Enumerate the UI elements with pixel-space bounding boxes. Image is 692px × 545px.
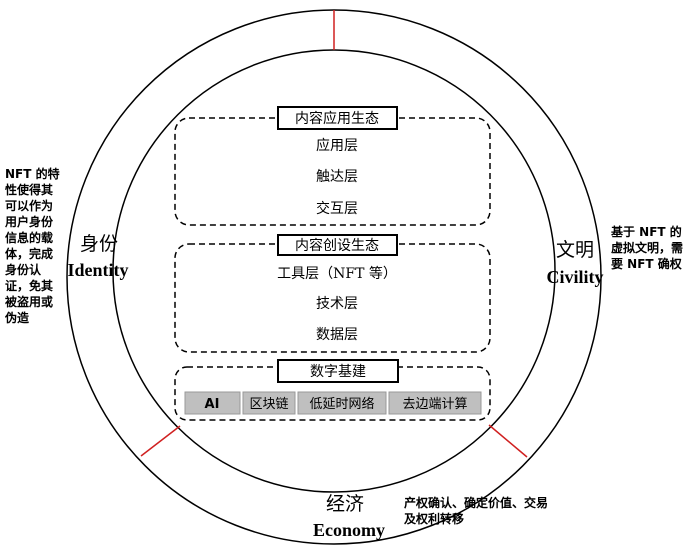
economy-en: Economy <box>313 520 385 540</box>
identity-zh: 身份 <box>80 233 118 255</box>
layer-item: 触达层 <box>316 169 358 185</box>
layer-title: 数字基建 <box>310 363 366 380</box>
layer-item: 技术层 <box>316 296 358 312</box>
divider-left <box>140 425 181 457</box>
civility-zh: 文明 <box>556 239 594 261</box>
layer-content-creation: 内容创设生态 工具层（NFT 等） 技术层 数据层 <box>174 234 491 353</box>
economy-note: 产权确认、确定价值、交易及权利转移 <box>404 496 549 526</box>
layer-title: 内容创设生态 <box>295 237 379 254</box>
layer-item: 应用层 <box>316 137 358 154</box>
layer-item: 工具层（NFT 等） <box>277 265 397 282</box>
infra-cell: 低延时网络 <box>309 396 374 412</box>
layer-content-application: 内容应用生态 应用层 触达层 交互层 <box>174 106 491 226</box>
layer-item: 数据层 <box>316 327 358 343</box>
layer-digital-infrastructure: 数字基建 AI 区块链 低延时网络 去边端计算 <box>174 359 491 421</box>
infra-cell: AI <box>205 397 220 412</box>
infra-cell: 区块链 <box>249 397 288 412</box>
layer-title: 内容应用生态 <box>295 110 379 127</box>
identity-note: NFT 的特性使得其可以作为用户身份信息的载体，完成身份认证，免其被盗用或伪造 <box>5 167 60 325</box>
civility-en: Civility <box>547 267 604 287</box>
divider-right <box>488 424 528 458</box>
civility-note: 基于 NFT 的虚拟文明，需要 NFT 确权 <box>611 225 684 271</box>
economy-zh: 经济 <box>326 493 364 515</box>
layer-item: 交互层 <box>316 200 358 217</box>
infra-cell: 去边端计算 <box>402 397 467 412</box>
identity-en: Identity <box>67 260 128 280</box>
